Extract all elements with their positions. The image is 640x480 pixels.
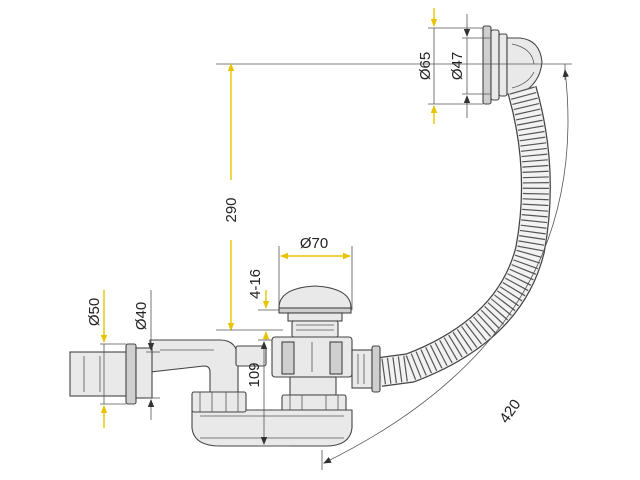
dimension-d50: Ø50: [86, 290, 126, 428]
dim-label-d40: Ø40: [133, 302, 150, 330]
dim-label-d47: Ø47: [449, 52, 466, 80]
dimension-109: 109: [246, 339, 290, 447]
dim-label-109: 109: [246, 362, 263, 387]
dim-label-290: 290: [223, 197, 240, 222]
drain-valve: [271, 285, 381, 414]
dim-label-d70: Ø70: [300, 235, 328, 252]
dim-label-d50: Ø50: [86, 298, 103, 326]
dim-label-4-16: 4-16: [247, 269, 264, 299]
dimension-d40: Ø40: [133, 290, 160, 420]
u-trap: [191, 409, 353, 447]
dimension-290: 290: [216, 63, 283, 331]
dimension-4-16: 4-16: [247, 269, 283, 340]
dim-label-d65: Ø65: [417, 52, 434, 80]
dim-label-420: 420: [496, 396, 524, 426]
siphon-elbow: [149, 339, 267, 413]
outlet-pipe: [69, 343, 153, 405]
flexible-hose: [378, 85, 551, 387]
